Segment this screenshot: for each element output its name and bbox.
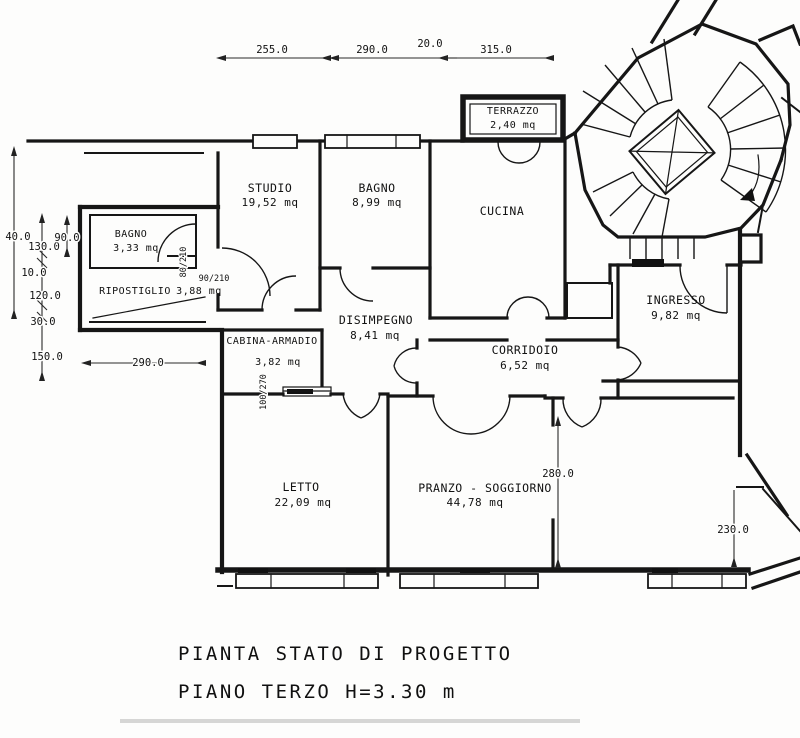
dim-left-130: 130.0 xyxy=(28,241,60,253)
window-studio xyxy=(252,134,298,149)
door-label-100-270: 100/270 xyxy=(259,374,269,410)
dim-right-230: 230.0 xyxy=(717,524,749,536)
label-ingresso-area: 9,82 mq xyxy=(651,309,701,322)
door-terrazzo xyxy=(497,141,541,164)
label-pranzo-area: 44,78 mq xyxy=(447,496,504,509)
label-cabina-area: 3,82 mq xyxy=(255,357,301,368)
window-pranzo xyxy=(399,568,539,589)
label-bagno-piccolo-area: 3,33 mq xyxy=(113,243,159,254)
stairwell xyxy=(572,0,800,259)
dim-left-90: 90.0 xyxy=(54,232,79,244)
doors xyxy=(157,141,728,435)
door-pranzo xyxy=(432,395,511,435)
dim-left-150: 150.0 xyxy=(31,351,63,363)
dim-top-20: 20.0 xyxy=(417,38,442,50)
door-bagno-piccolo xyxy=(157,223,197,263)
stair-steps-right xyxy=(707,61,787,213)
door-disimpegno-corridoio xyxy=(393,347,418,384)
stair-direction-arrow xyxy=(740,154,760,201)
label-disimpegno: DISIMPEGNO xyxy=(339,313,413,327)
window-soggiorno xyxy=(647,568,747,589)
door-ripostiglio xyxy=(221,247,271,297)
exterior-walls xyxy=(26,130,800,591)
door-bagno-grande xyxy=(339,267,374,302)
plan-title-line2: PIANO TERZO H=3.30 m xyxy=(178,681,457,703)
dim-right-280: 280.0 xyxy=(542,468,574,480)
plan-title-line1: PIANTA STATO DI PROGETTO xyxy=(178,643,513,665)
entry-threshold xyxy=(632,259,664,267)
label-bagno-grande-area: 8,99 mq xyxy=(352,196,402,209)
label-corridoio: CORRIDOIO xyxy=(492,343,559,357)
service-block xyxy=(89,214,206,323)
stair-landing xyxy=(629,237,695,259)
door-corridoio-ingresso xyxy=(617,346,642,381)
scan-artifact xyxy=(120,719,580,723)
label-studio-area: 19,52 mq xyxy=(242,196,299,209)
label-bagno-piccolo: BAGNO xyxy=(115,229,148,240)
dim-left-40: 40.0 xyxy=(5,231,30,243)
door-cabina-sliding xyxy=(282,386,332,397)
label-letto-area: 22,09 mq xyxy=(275,496,332,509)
elevator xyxy=(628,108,716,196)
dim-left-10: 10.0 xyxy=(21,267,46,279)
label-cucina: CUCINA xyxy=(480,204,525,218)
dim-top-315: 315.0 xyxy=(480,44,512,56)
stair-steps-lower xyxy=(592,171,670,238)
label-disimpegno-area: 8,41 mq xyxy=(350,329,400,342)
door-ingresso-entry xyxy=(679,265,728,314)
window-letto xyxy=(235,568,379,589)
terrazzo-box xyxy=(460,94,566,143)
ripostiglio-diagonal xyxy=(92,296,206,319)
room-labels: TERRAZZO 2,40 mq STUDIO 19,52 mq BAGNO 8… xyxy=(99,106,705,509)
door-soggiorno xyxy=(562,397,602,428)
stair-steps-upper xyxy=(580,38,673,138)
dim-left-30: 30.0 xyxy=(30,316,55,328)
dim-lower-left-290: 290.0 xyxy=(132,357,164,369)
dimensions: 255.0 290.0 20.0 315.0 40.0 130.0 10.0 1… xyxy=(4,37,750,568)
title-block: PIANTA STATO DI PROGETTO PIANO TERZO H=3… xyxy=(178,643,513,703)
label-bagno-grande: BAGNO xyxy=(358,181,395,195)
window-bagno xyxy=(324,134,421,149)
label-ingresso: INGRESSO xyxy=(646,293,705,307)
label-letto: LETTO xyxy=(282,480,319,494)
dim-top-255: 255.0 xyxy=(256,44,288,56)
dim-top-290: 290.0 xyxy=(356,44,388,56)
label-terrazzo-area: 2,40 mq xyxy=(490,120,536,131)
dim-left-120: 120.0 xyxy=(29,290,61,302)
label-terrazzo: TERRAZZO xyxy=(487,106,539,117)
door-letto xyxy=(342,393,381,419)
door-label-90-210: 90/210 xyxy=(199,274,230,284)
windows xyxy=(235,134,747,589)
door-cucina xyxy=(506,296,550,319)
label-pranzo: PRANZO - SOGGIORNO xyxy=(418,481,552,495)
label-studio: STUDIO xyxy=(248,181,293,195)
label-ripostiglio-area: 3,88 mq xyxy=(176,286,222,297)
label-ripostiglio: RIPOSTIGLIO xyxy=(99,286,171,297)
label-cabina: CABINA-ARMADIO xyxy=(226,336,317,347)
label-corridoio-area: 6,52 mq xyxy=(500,359,550,372)
door-studio xyxy=(261,275,297,311)
door-label-80-210: 80/210 xyxy=(179,247,189,278)
